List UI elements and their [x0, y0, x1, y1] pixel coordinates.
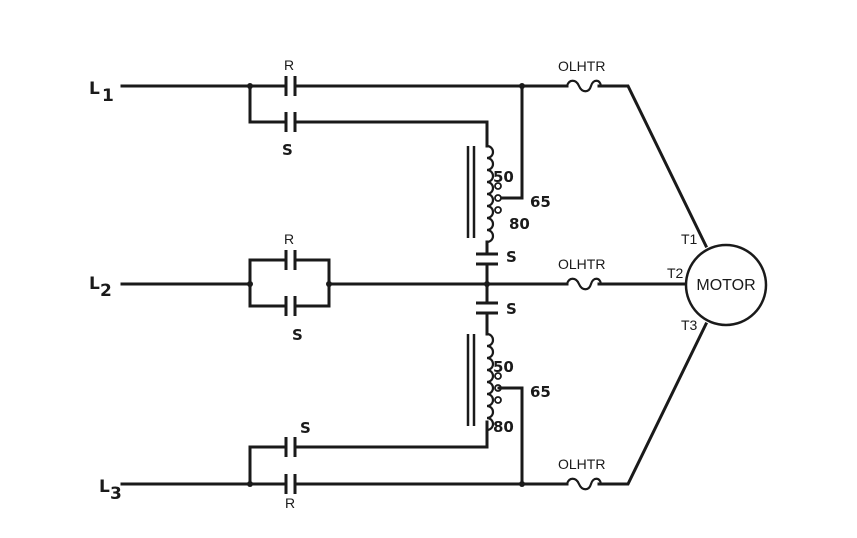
autotransformer-lower: S 50 65 80	[295, 282, 551, 487]
line-l3-letter: L	[99, 477, 110, 497]
overload-top-heater	[565, 79, 603, 93]
motor-terminal-t3: T3	[681, 317, 698, 333]
line-l3: L 3 S R OLHTR	[99, 321, 709, 511]
contact-s-top-label: S	[282, 141, 293, 159]
tap-upper-80	[494, 206, 502, 214]
line-l1-letter: L	[89, 79, 100, 99]
tap-upper-65-label: 65	[530, 193, 551, 211]
tap-lower-80-label: 80	[493, 418, 514, 436]
tap-upper-65	[494, 194, 502, 202]
autotransformer-lower-winding	[486, 332, 495, 432]
series-contact-s-lower-label: S	[506, 300, 517, 318]
contact-s-mid-label: S	[292, 326, 303, 344]
motor-label: MOTOR	[696, 277, 755, 294]
contact-r-mid-label: R	[284, 231, 294, 247]
overload-bot-heater	[565, 477, 603, 491]
tap-upper-80-label: 80	[509, 215, 530, 233]
line-l2-letter: L	[89, 274, 100, 294]
overload-mid-heater	[565, 277, 603, 291]
line-l2-number: 2	[100, 281, 112, 301]
tap-lower-50-label: 50	[493, 358, 514, 376]
contact-s-bot-label: S	[300, 419, 311, 437]
series-contact-s-upper-label: S	[506, 248, 517, 266]
tap-upper-50-label: 50	[493, 168, 514, 186]
tap-lower-65-label: 65	[530, 383, 551, 401]
line-l1-number: 1	[102, 86, 114, 106]
motor-terminal-t2: T2	[667, 265, 684, 281]
motor: MOTOR T1 T2 T3	[667, 231, 768, 333]
overload-bot-label: OLHTR	[558, 456, 605, 472]
tap-lower-80	[494, 396, 502, 404]
line-l2: L 2 R S OLHTR	[89, 231, 688, 344]
motor-circle	[684, 243, 768, 327]
contact-r-top-label: R	[284, 57, 294, 73]
tap-lower-50	[494, 372, 502, 380]
line-l3-number: 3	[110, 484, 122, 504]
contact-r-bot-label: R	[285, 495, 295, 511]
autotransformer-upper: 50 65 80 S	[466, 144, 551, 286]
tap-upper-50	[494, 182, 502, 190]
overload-mid-label: OLHTR	[558, 256, 605, 272]
line-l1: L 1 R S OLHTR	[89, 57, 709, 249]
motor-terminal-t1: T1	[681, 231, 698, 247]
autotransformer-upper-winding	[486, 144, 495, 244]
overload-top-label: OLHTR	[558, 58, 605, 74]
